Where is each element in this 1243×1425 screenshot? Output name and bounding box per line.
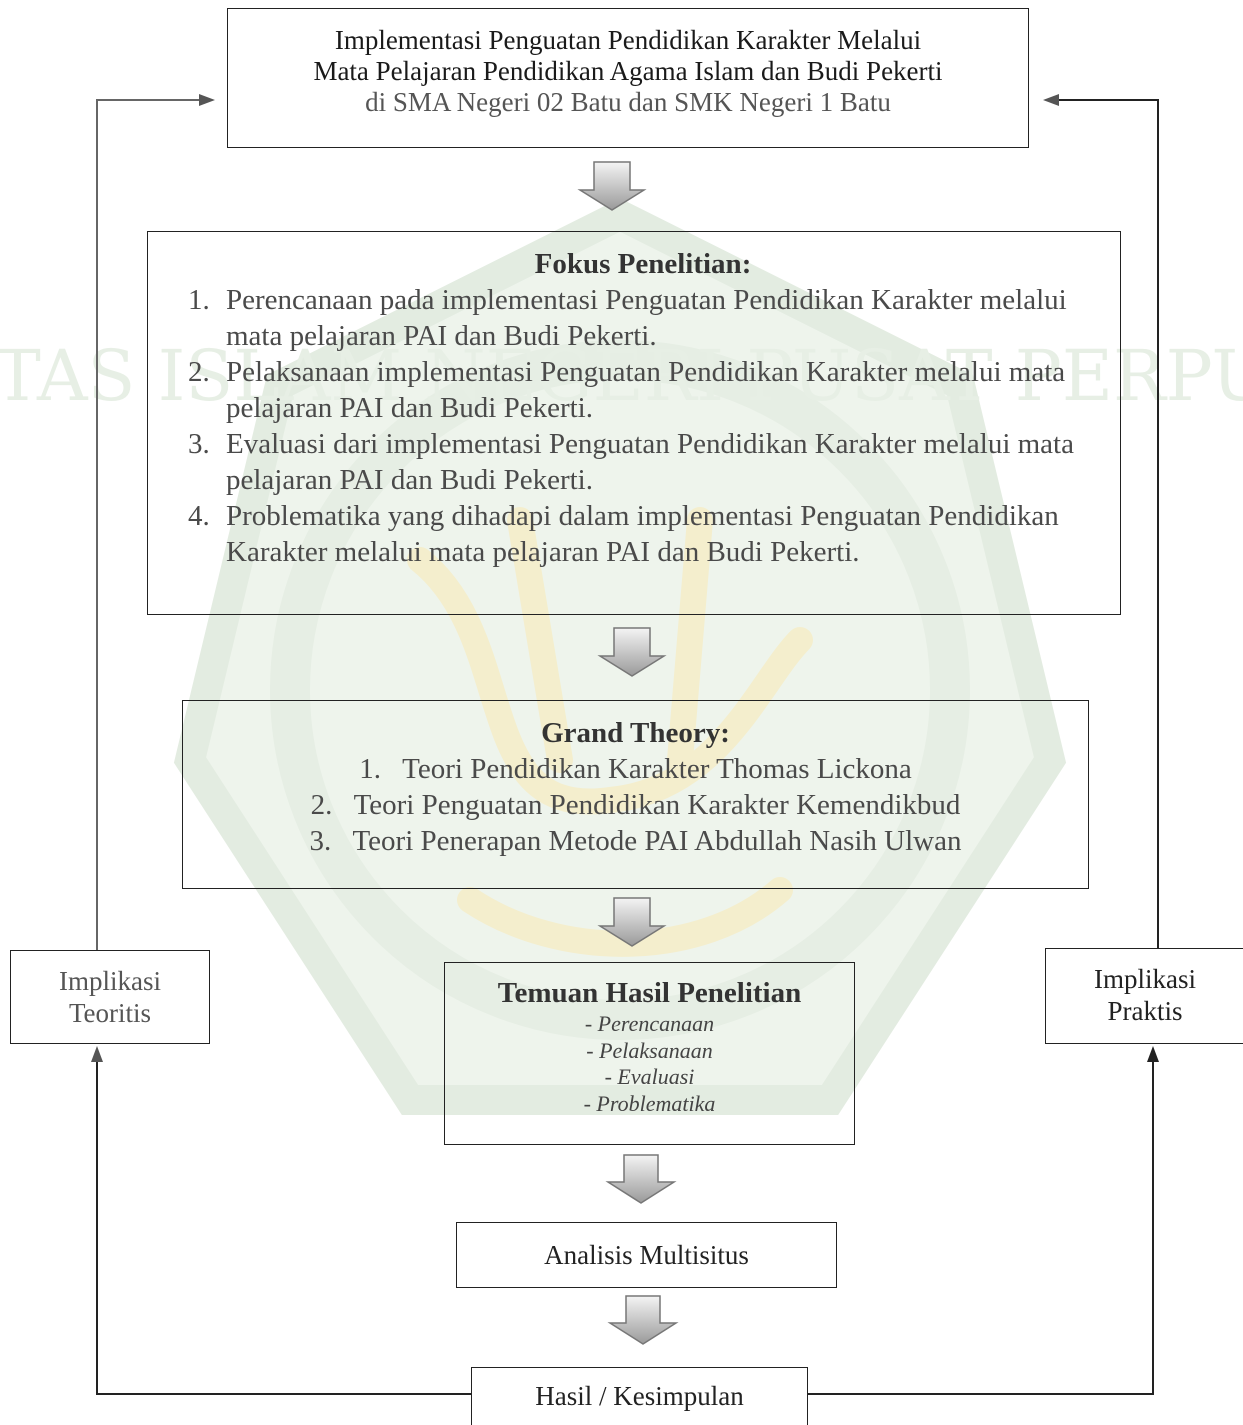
temuan-item: - Evaluasi bbox=[604, 1064, 695, 1089]
watermark-text: UNIVERSITAS ISLAM NEGERI PUSAT PERPUSTAK… bbox=[0, 335, 1243, 417]
title-box: Implementasi Penguatan Pendidikan Karakt… bbox=[227, 8, 1029, 148]
fokus-title: Fokus Penelitian: bbox=[534, 248, 752, 280]
title-line-3: di SMA Negeri 02 Batu dan SMK Negeri 1 B… bbox=[365, 87, 891, 117]
left-feedback-arrow bbox=[91, 94, 471, 1395]
fokus-item-text: Perencanaan pada implementasi Penguatan … bbox=[226, 284, 1067, 352]
temuan-item: - Problematika bbox=[583, 1090, 716, 1116]
grand-theory-item: 1. Teori Pendidikan Karakter Thomas Lick… bbox=[359, 753, 912, 785]
fokus-item-text: Problematika yang dihadapi dalam impleme… bbox=[226, 500, 1059, 568]
temuan-item: - Perencanaan bbox=[584, 1011, 715, 1036]
temuan-box: Temuan Hasil Penelitian - Perencanaan - … bbox=[444, 962, 855, 1145]
hasil-label: Hasil / Kesimpulan bbox=[535, 1381, 744, 1411]
down-arrow-3 bbox=[597, 897, 667, 947]
analisis-label: Analisis Multisitus bbox=[544, 1240, 749, 1270]
fokus-item-number: 3. bbox=[188, 428, 210, 460]
grand-theory-item: 2. Teori Penguatan Pendidikan Karakter K… bbox=[310, 789, 961, 821]
fokus-list: 1. Perencanaan pada implementasi Penguata… bbox=[188, 282, 1098, 570]
hasil-box: Hasil / Kesimpulan bbox=[471, 1367, 808, 1425]
down-arrow-5 bbox=[607, 1295, 679, 1345]
fokus-item-number: 4. bbox=[188, 500, 210, 532]
fokus-item: 3. Evaluasi dari implementasi Penguatan P… bbox=[188, 426, 1098, 498]
fokus-item: 1. Perencanaan pada implementasi Penguata… bbox=[188, 282, 1098, 354]
fokus-item-text: Pelaksanaan implementasi Penguatan Pendi… bbox=[226, 356, 1066, 424]
temuan-title: Temuan Hasil Penelitian bbox=[497, 977, 802, 1009]
fokus-item: 2. Pelaksanaan implementasi Penguatan Pen… bbox=[188, 354, 1098, 426]
fokus-item-number: 1. bbox=[188, 284, 210, 316]
implikasi-praktis-line-2: Praktis bbox=[1107, 996, 1183, 1026]
grand-theory-item: 3. Teori Penerapan Metode PAI Abdullah N… bbox=[309, 825, 962, 857]
right-feedback-arrow bbox=[808, 94, 1159, 1395]
title-line-1: Implementasi Penguatan Pendidikan Karakt… bbox=[334, 25, 922, 55]
down-arrow-2 bbox=[597, 627, 667, 677]
implikasi-teoritis-line-1: Implikasi bbox=[59, 966, 161, 996]
fokus-item: 4. Problematika yang dihadapi dalam imple… bbox=[188, 498, 1098, 570]
temuan-item: - Pelaksanaan bbox=[586, 1037, 713, 1063]
implikasi-teoritis-line-2: Teoritis bbox=[68, 998, 152, 1028]
grand-theory-title: Grand Theory: bbox=[541, 717, 730, 749]
implikasi-praktis-line-1: Implikasi bbox=[1094, 964, 1196, 994]
fokus-penelitian-box: Fokus Penelitian: 1. Perencanaan pada imp… bbox=[147, 231, 1121, 615]
title-line-2: Mata Pelajaran Pendidikan Agama Islam da… bbox=[313, 56, 943, 86]
grand-theory-box: Grand Theory: 1. Teori Pendidikan Karakt… bbox=[182, 700, 1089, 889]
down-arrow-4 bbox=[605, 1154, 677, 1204]
down-arrow-1 bbox=[577, 161, 647, 211]
implikasi-praktis-box: Implikasi Praktis bbox=[1045, 948, 1243, 1044]
fokus-item-text: Evaluasi dari implementasi Penguatan Pen… bbox=[226, 428, 1074, 496]
implikasi-teoritis-box: Implikasi Teoritis bbox=[10, 950, 210, 1044]
fokus-item-number: 2. bbox=[188, 356, 210, 388]
analisis-box: Analisis Multisitus bbox=[456, 1222, 837, 1288]
